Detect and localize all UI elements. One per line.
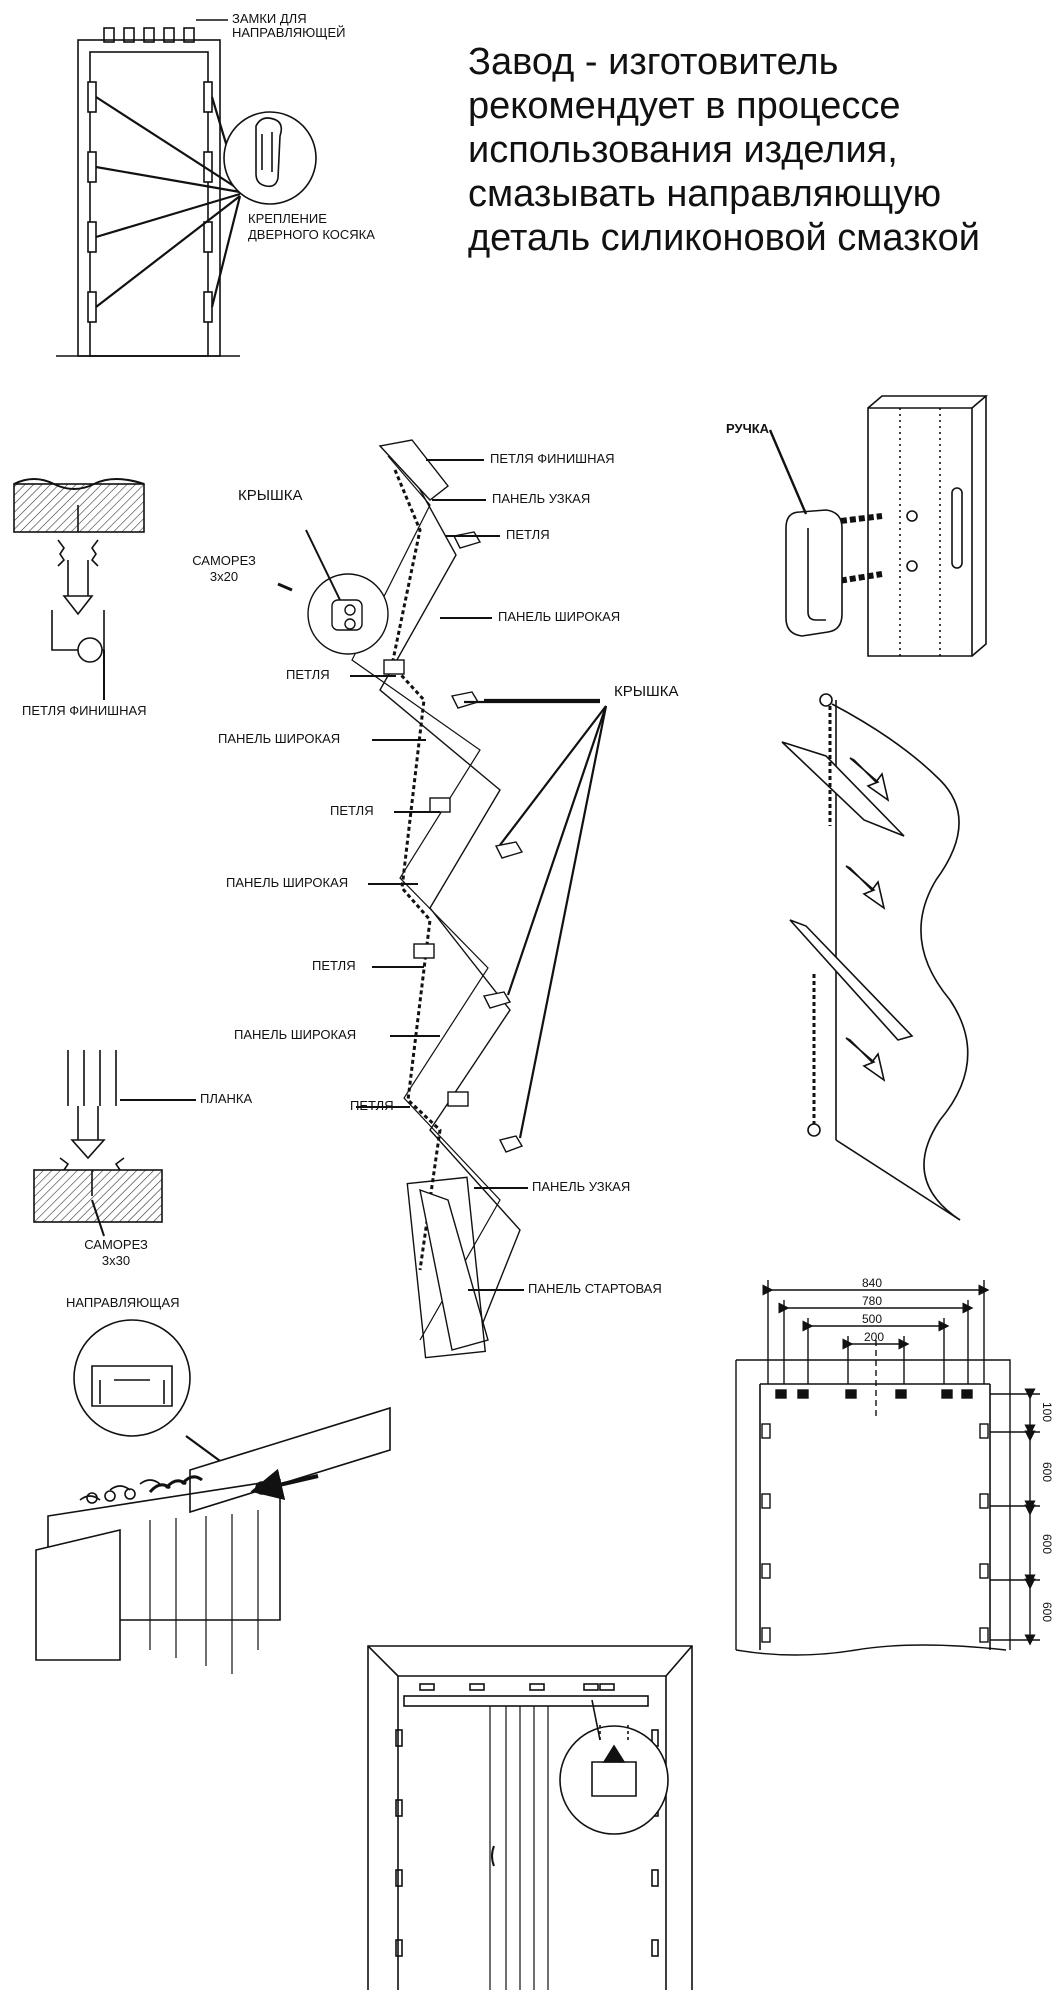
notice-line-5: деталь силиконовой смазкой [468, 217, 980, 259]
installed-door-drawing [367, 1645, 693, 1990]
notice-line-4: смазывать направляющую [468, 173, 942, 215]
label-wide-panel-1: ПАНЕЛЬ ШИРОКАЯ [498, 609, 621, 624]
label-hinge-2: ПЕТЛЯ [330, 803, 374, 818]
dim-width-200: 200 [864, 1330, 885, 1344]
strip-screw-label: САМОРЕЗ [84, 1237, 148, 1252]
label-screw-1: САМОРЕЗ [192, 553, 256, 568]
rail-panel-drawing [781, 693, 969, 1221]
notice-line-2: рекомендует в процессе [468, 85, 901, 127]
finish-hinge-detail-drawing [13, 478, 145, 700]
frame-dimension-drawing [735, 1280, 1040, 1656]
label-wide-panel-4: ПАНЕЛЬ ШИРОКАЯ [234, 1027, 357, 1042]
mount-label-line-2: ДВЕРНОГО КОСЯКА [248, 227, 375, 242]
strip-screw-size-label: 3x30 [101, 1253, 131, 1268]
dim-height-600-1: 600 [1040, 1462, 1054, 1483]
strip-detail-drawing [33, 1050, 196, 1237]
label-cap-left: КРЫШКА [238, 487, 303, 504]
notice-line-1: Завод - изготовитель [468, 41, 839, 83]
dim-width-500: 500 [862, 1312, 883, 1326]
label-hinge-3: ПЕТЛЯ [312, 958, 356, 973]
strip-label: ПЛАНКА [200, 1091, 253, 1106]
label-hinge-top: ПЕТЛЯ [506, 527, 550, 542]
label-hinge-4: ПЕТЛЯ [350, 1098, 394, 1113]
label-cap-right: КРЫШКА [614, 683, 679, 700]
mount-label-line-1: КРЕПЛЕНИЕ [248, 211, 327, 226]
finish-hinge-detail-label: ПЕТЛЯ ФИНИШНАЯ [22, 703, 147, 718]
door-frame-drawing [56, 19, 317, 357]
guide-insertion-drawing [35, 1319, 391, 1674]
guide-label: НАПРАВЛЯЮЩАЯ [66, 1295, 180, 1310]
label-screw-size-1: 3x20 [209, 569, 239, 584]
handle-drawing [768, 395, 989, 657]
label-wide-panel-3: ПАНЕЛЬ ШИРОКАЯ [226, 875, 349, 890]
locks-label-line-1: ЗАМКИ ДЛЯ [232, 11, 307, 26]
dim-height-600-2: 600 [1040, 1534, 1054, 1555]
dim-width-780: 780 [862, 1294, 883, 1308]
locks-label-line-2: НАПРАВЛЯЮЩЕЙ [232, 25, 346, 40]
label-wide-panel-2: ПАНЕЛЬ ШИРОКАЯ [218, 731, 341, 746]
dim-height-600-3: 600 [1040, 1602, 1054, 1623]
label-finish-hinge: ПЕТЛЯ ФИНИШНАЯ [490, 451, 615, 466]
folding-panel-assembly [277, 439, 608, 1359]
handle-label: РУЧКА [726, 421, 770, 436]
dim-height-100: 100 [1040, 1402, 1054, 1423]
label-start-panel: ПАНЕЛЬ СТАРТОВАЯ [528, 1281, 662, 1296]
label-hinge-1: ПЕТЛЯ [286, 667, 330, 682]
label-narrow-panel-top: ПАНЕЛЬ УЗКАЯ [492, 491, 591, 506]
label-narrow-panel-bottom: ПАНЕЛЬ УЗКАЯ [532, 1179, 631, 1194]
lubrication-notice: Завод - изготовитель рекомендует в проце… [468, 40, 1048, 260]
notice-line-3: использования изделия, [468, 129, 898, 171]
dim-width-840: 840 [862, 1276, 883, 1290]
